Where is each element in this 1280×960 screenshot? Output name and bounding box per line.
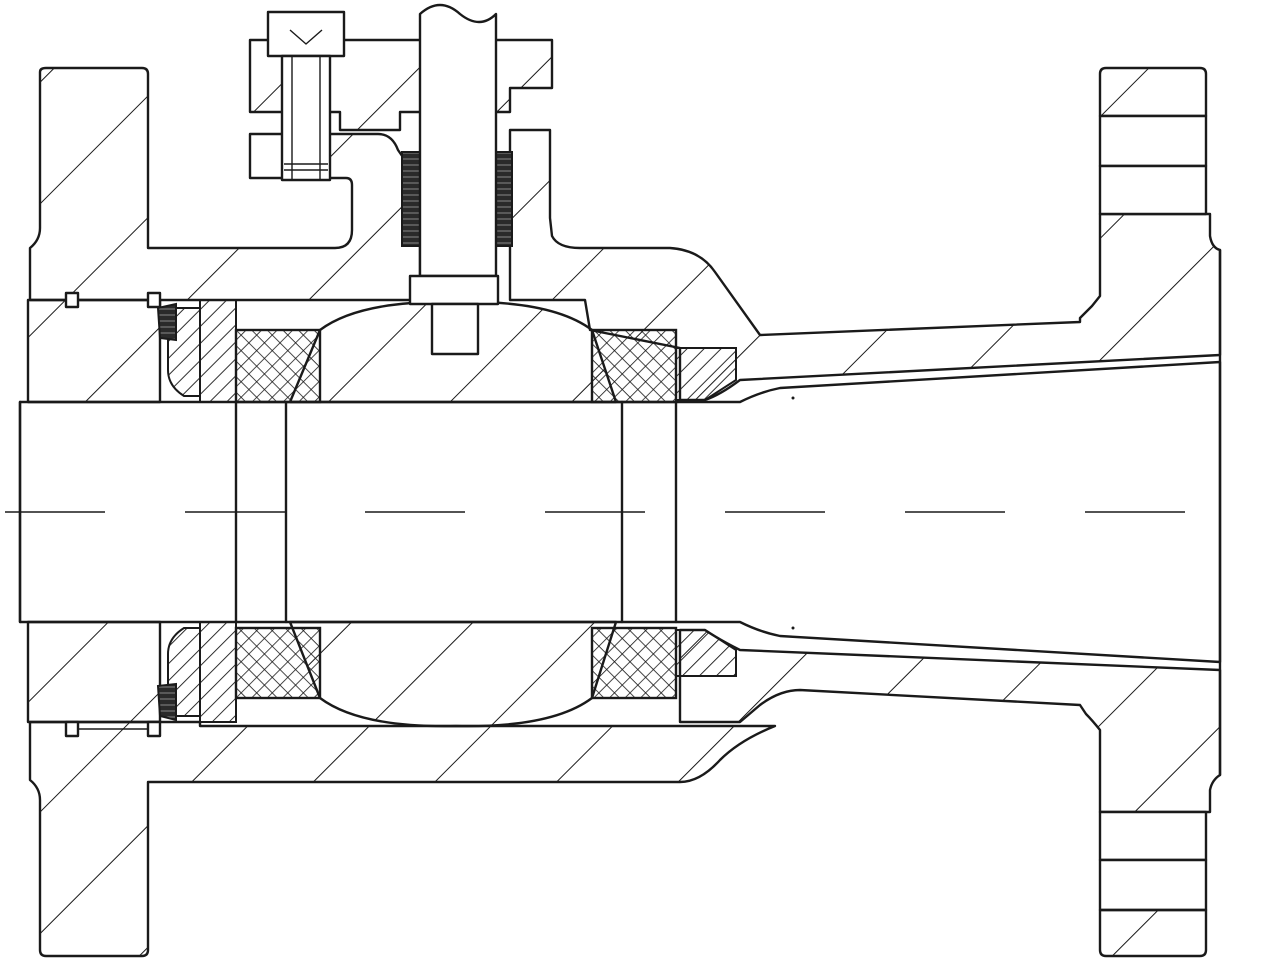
left-seal-rings — [64, 291, 177, 738]
right-flange — [1098, 66, 1208, 958]
left-seat-retainer — [26, 298, 162, 724]
valve-stem — [408, 3, 500, 356]
bolt-shank — [280, 54, 332, 182]
right-body-lower — [678, 628, 1222, 814]
bolt-head — [266, 10, 346, 58]
left-body-lower — [28, 720, 777, 958]
right-seat-ring — [675, 347, 737, 677]
right-body-upper — [508, 128, 1222, 402]
outline-details — [18, 248, 1222, 777]
